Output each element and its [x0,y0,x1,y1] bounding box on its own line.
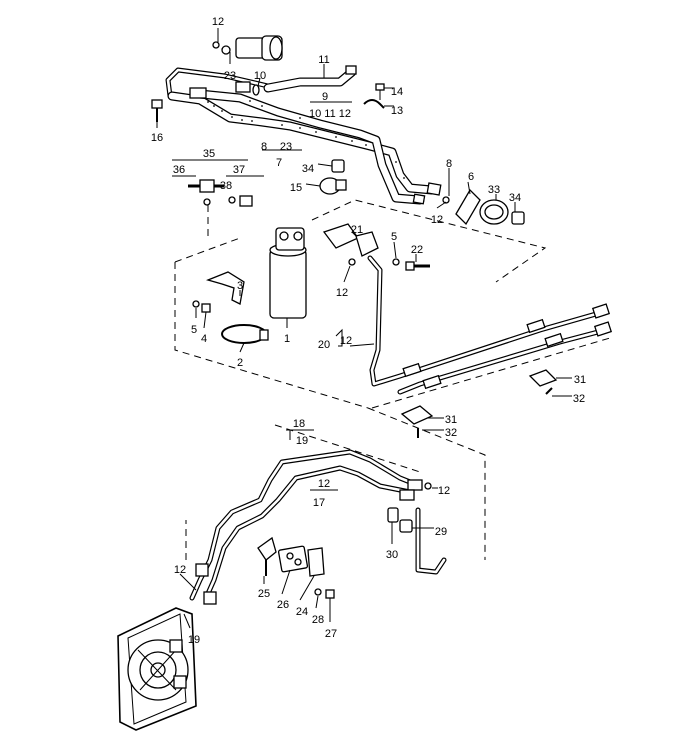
callout-c12: 7 [276,157,282,169]
callout-c29: 5 [191,324,197,336]
callout-c15: 37 [233,164,245,176]
callout-c22: 34 [509,192,521,204]
leader-lines [156,28,572,629]
callout-c21: 33 [488,184,500,196]
callout-c2: 23 [224,70,236,82]
block-26-part [277,545,309,573]
callout-c6: 9 [322,91,328,103]
callout-c33: 20 [318,339,330,351]
valve-block-part [212,35,283,61]
bolt-22-part [405,261,430,271]
washer-5-part [192,300,200,308]
callout-c4: 11 [318,54,329,66]
callout-c31: 1 [284,333,290,345]
callout-c8: 13 [391,105,403,117]
seal-8-part [442,196,450,204]
fitting-30-part [387,507,399,523]
condenser-fan-part [117,607,197,731]
nut-29-part [399,519,413,533]
callout-c25: 5 [391,231,397,243]
callout-c49: 24 [296,606,308,618]
cap-34-part [331,159,345,173]
hose-11-part [263,65,357,93]
callout-c44: 29 [435,526,447,538]
callout-c1: 12 [212,16,224,28]
callout-c13: 35 [203,148,215,160]
fitting-36-part [188,179,224,206]
callout-c7: 10 11 12 [309,108,351,120]
block-21-part [322,223,379,266]
callout-c27: 12 [336,287,348,299]
callout-c18: 15 [290,182,302,194]
callout-c43: 12 [438,485,450,497]
callout-c3: 10 [254,70,266,82]
upper-hose-assembly [165,67,442,205]
clip-31b-part [400,405,434,438]
callout-c24: 21 [351,224,363,236]
clip-13-part [363,99,385,109]
callout-c52: 19 [188,634,200,646]
callout-c14: 36 [173,164,185,176]
callout-c9: 16 [151,132,163,144]
callout-c5: 14 [391,86,403,98]
washer-28-part [314,588,322,596]
bolt-14-part [375,83,385,100]
callout-c46: 12 [174,564,186,576]
receiver-drier-part [269,227,307,319]
bracket-24-part [307,547,325,577]
callout-c26: 22 [411,244,423,256]
clip-31-part [528,369,558,395]
clamp-2-part [221,324,269,344]
sensor-15-part [319,177,347,195]
callout-c30: 4 [201,333,207,345]
callout-c45: 30 [386,549,398,561]
pipe-20-assembly [367,255,613,395]
callout-c42: 17 [313,497,325,509]
callout-c11: 23 [280,141,292,153]
gasket-33-part [479,199,509,225]
fitting-38-part [228,195,253,207]
nut-4-part [201,303,211,313]
callout-c36: 32 [573,393,585,405]
callout-c10: 8 [261,141,267,153]
cover-6-part [455,188,481,226]
callout-c39: 18 [293,418,305,430]
callout-c23: 12 [431,214,443,226]
cap-34b-part [511,211,525,225]
callout-c20: 6 [468,171,474,183]
callout-c47: 25 [258,588,270,600]
lower-pipe-assembly [189,449,447,605]
callout-c37: 31 [445,414,457,426]
washer-5b-part [392,258,400,266]
callout-c50: 28 [312,614,324,626]
bolt-16-part [151,99,163,122]
callout-c35: 31 [574,374,586,386]
callout-c19: 8 [446,158,452,170]
bracket-3-part [205,271,245,305]
callout-c51: 27 [325,628,337,640]
clip-25-part [257,536,277,576]
callout-c40: 19 [296,435,308,447]
nut-27-part [325,589,335,599]
callout-c32: 2 [237,357,243,369]
callout-c34: 12 [340,335,352,347]
callout-c38: 32 [445,427,457,439]
dashed-group-outlines [174,199,611,560]
callout-c28: 3 [237,280,243,292]
callout-c48: 26 [277,599,289,611]
callout-c16: 38 [220,180,232,192]
callout-c17: 34 [302,163,314,175]
callout-c41: 12 [318,478,330,490]
